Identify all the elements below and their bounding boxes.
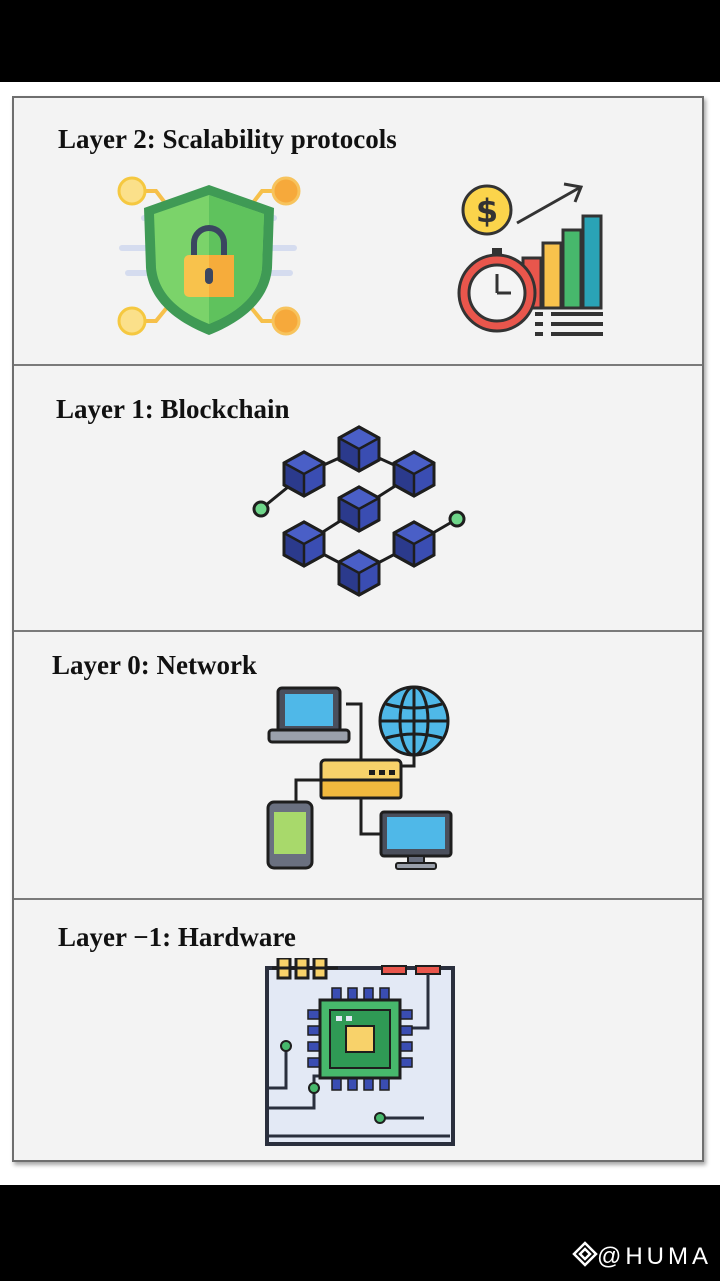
layer-minus-1-panel: Layer −1: Hardware <box>14 900 702 1162</box>
circuit-board-icon <box>265 958 455 1146</box>
layer-1-title: Layer 1: Blockchain <box>56 394 290 424</box>
layer-0-panel: Layer 0: Network <box>14 632 702 900</box>
growth-chart-icon: $ <box>457 182 603 336</box>
watermark-text: @HUMA <box>596 1243 712 1270</box>
watermark-logo-icon <box>572 1241 598 1267</box>
layer-0-title: Layer 0: Network <box>52 650 257 680</box>
layer-1-panel: Layer 1: Blockchain <box>14 366 702 632</box>
svg-text:$: $ <box>476 192 498 230</box>
page: Layer 2: Scalability protocols <box>0 82 720 1185</box>
layer-2-title: Layer 2: Scalability protocols <box>58 124 397 154</box>
layer-stack-diagram: Layer 2: Scalability protocols <box>12 96 704 1162</box>
layer-minus-1-title: Layer −1: Hardware <box>58 922 296 952</box>
network-devices-icon <box>266 685 453 870</box>
shield-lock-icon <box>117 176 301 336</box>
layer-2-panel: Layer 2: Scalability protocols <box>14 98 702 366</box>
blockchain-cubes-icon <box>252 425 466 597</box>
